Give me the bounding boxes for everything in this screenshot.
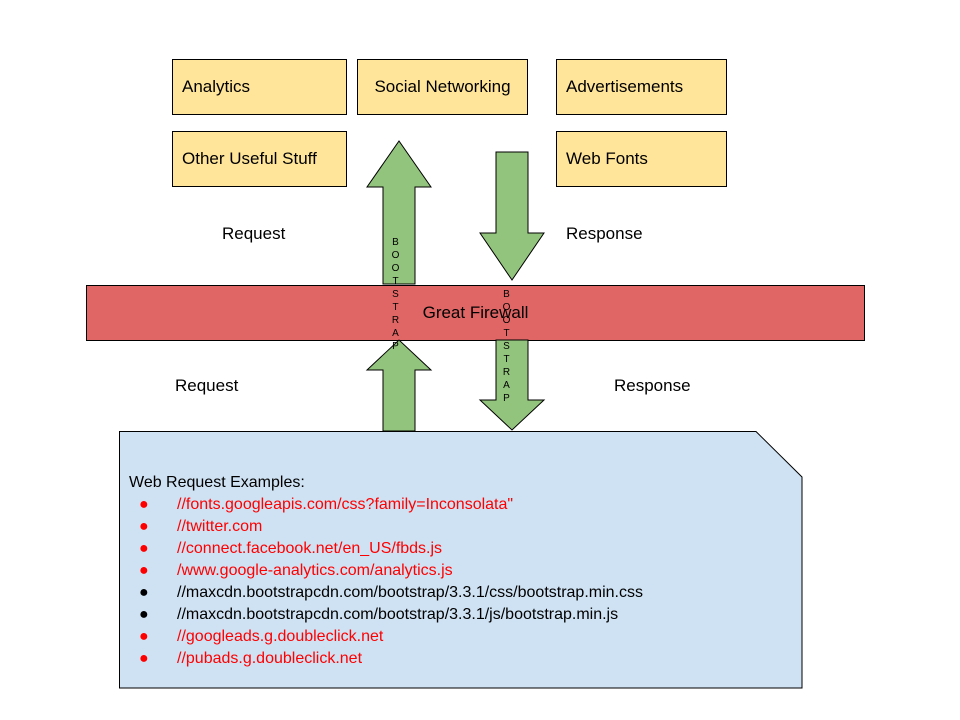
- request-url: //fonts.googleapis.com/css?family=Incons…: [177, 496, 514, 513]
- web-request-note: Web Request Examples: ● //fonts.googleapi…: [129, 472, 779, 670]
- up-arrow-top: [366, 140, 432, 285]
- request-list-item: ● //googleads.g.doubleclick.net: [129, 626, 779, 648]
- request-list-item: ● //pubads.g.doubleclick.net: [129, 648, 779, 670]
- request-url: //pubads.g.doubleclick.net: [177, 650, 363, 667]
- label-request-bottom: Request: [175, 376, 239, 395]
- box-other-label: Other Useful Stuff: [182, 149, 317, 168]
- box-web-fonts: Web Fonts: [556, 131, 727, 187]
- bullet-icon: ●: [139, 496, 149, 513]
- down-arrow-bottom: [478, 339, 546, 431]
- bullet-icon: ●: [139, 650, 149, 667]
- box-analytics: Analytics: [172, 59, 347, 115]
- label-request-top: Request: [222, 224, 286, 243]
- request-url: //googleads.g.doubleclick.net: [177, 628, 384, 645]
- label-response-top: Response: [566, 224, 643, 243]
- box-social-label: Social Networking: [374, 77, 511, 96]
- bullet-icon: ●: [139, 540, 149, 557]
- box-other-useful-stuff: Other Useful Stuff: [172, 131, 347, 187]
- request-url: /www.google-analytics.com/analytics.js: [177, 562, 453, 579]
- request-url: //maxcdn.bootstrapcdn.com/bootstrap/3.3.…: [177, 584, 643, 601]
- web-request-note-shape: [119, 431, 803, 689]
- request-list-item: ● /www.google-analytics.com/analytics.js: [129, 560, 779, 582]
- box-social-networking: Social Networking: [357, 59, 528, 115]
- box-advertisements: Advertisements: [556, 59, 727, 115]
- bullet-icon: ●: [139, 628, 149, 645]
- bullet-icon: ●: [139, 606, 149, 623]
- box-ads-label: Advertisements: [566, 77, 684, 96]
- request-list-item: ● //twitter.com: [129, 516, 779, 538]
- note-title: Web Request Examples:: [129, 474, 305, 491]
- bootstrap-up-text: B O O T S T R A P: [391, 237, 401, 352]
- request-list-item: ● //fonts.googleapis.com/css?family=Incon…: [129, 494, 779, 516]
- great-firewall-label: Great Firewall: [422, 303, 529, 322]
- down-arrow-top: [479, 151, 545, 281]
- label-response-bottom: Response: [614, 376, 691, 395]
- bootstrap-down-text: B O O T S T R A P: [502, 289, 512, 404]
- up-arrow-bottom: [365, 339, 433, 432]
- bullet-icon: ●: [139, 562, 149, 579]
- box-webfonts-label: Web Fonts: [566, 149, 648, 168]
- bullet-icon: ●: [139, 518, 149, 535]
- request-url: //twitter.com: [177, 518, 263, 535]
- request-list-item: ● //connect.facebook.net/en_US/fbds.js: [129, 538, 779, 560]
- great-firewall-bar: Great Firewall: [86, 285, 865, 341]
- request-list: ● //fonts.googleapis.com/css?family=Incon…: [129, 494, 779, 670]
- request-url: //connect.facebook.net/en_US/fbds.js: [177, 540, 443, 557]
- request-list-item: ● //maxcdn.bootstrapcdn.com/bootstrap/3.3…: [129, 604, 779, 626]
- box-analytics-label: Analytics: [182, 77, 251, 96]
- bullet-icon: ●: [139, 584, 149, 601]
- request-url: //maxcdn.bootstrapcdn.com/bootstrap/3.3.…: [177, 606, 619, 623]
- request-list-item: ● //maxcdn.bootstrapcdn.com/bootstrap/3.3…: [129, 582, 779, 604]
